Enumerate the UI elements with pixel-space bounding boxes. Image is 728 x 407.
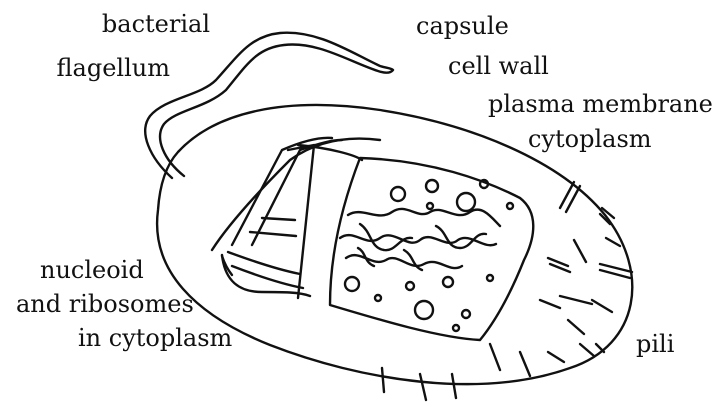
label-nucleoid-line1: nucleoid bbox=[16, 256, 246, 284]
label-flagellum-line1: bacterial bbox=[60, 10, 210, 38]
label-flagellum: bacterial flagellum bbox=[60, 10, 210, 82]
nucleoid bbox=[340, 209, 500, 270]
label-nucleoid-line2: and ribosomes bbox=[16, 290, 246, 318]
ribosomes bbox=[345, 180, 513, 331]
label-flagellum-line2: flagellum bbox=[20, 54, 170, 82]
label-cytoplasm: cytoplasm bbox=[528, 125, 652, 153]
label-nucleoid: nucleoid and ribosomes in cytoplasm bbox=[16, 256, 246, 352]
label-pili: pili bbox=[636, 330, 674, 358]
label-nucleoid-line3: in cytoplasm bbox=[16, 324, 246, 352]
label-cell-wall: cell wall bbox=[448, 52, 549, 80]
label-capsule: capsule bbox=[416, 12, 509, 40]
label-plasma-membrane: plasma membrane bbox=[488, 90, 713, 118]
